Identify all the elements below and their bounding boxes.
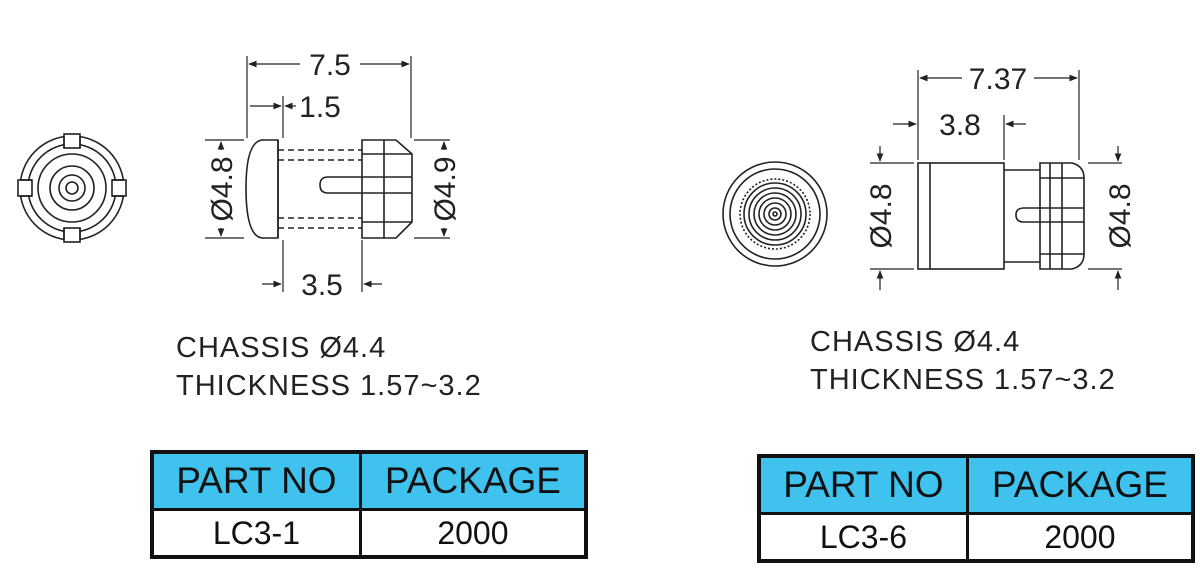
left-dim-diameter-right: Ø4.9 [429, 156, 462, 221]
package-cell: 2000 [358, 508, 588, 559]
left-dim-overall: 7.5 [309, 49, 351, 82]
right-dim-overall: 7.37 [969, 63, 1027, 96]
right-dim-diameter-right: Ø4.8 [1104, 183, 1137, 248]
right-part-table: PART NO PACKAGE LC3-6 2000 [757, 454, 1195, 563]
left-side-view [245, 139, 413, 239]
right-thickness-note: THICKNESS 1.57~3.2 [810, 364, 1116, 396]
package-header: PACKAGE [965, 454, 1195, 515]
left-part-table: PART NO PACKAGE LC3-1 2000 [150, 450, 588, 559]
package-cell: 2000 [965, 512, 1195, 563]
table-header-row: PART NO PACKAGE [150, 450, 588, 511]
right-dimension-lines [870, 70, 1122, 290]
table-header-row: PART NO PACKAGE [757, 454, 1195, 515]
part-no-cell: LC3-1 [150, 508, 362, 559]
package-header: PACKAGE [358, 450, 588, 511]
left-thickness-note: THICKNESS 1.57~3.2 [176, 370, 482, 402]
left-dim-body: 3.5 [301, 269, 343, 302]
table-row: LC3-6 2000 [757, 512, 1195, 563]
left-dim-head: 1.5 [299, 91, 341, 124]
table-row: LC3-1 2000 [150, 508, 588, 559]
right-end-view [722, 161, 828, 267]
left-chassis-note: CHASSIS Ø4.4 [176, 332, 387, 364]
part-no-cell: LC3-6 [757, 512, 969, 563]
left-dim-diameter-left: Ø4.8 [206, 156, 239, 221]
part-no-header: PART NO [757, 454, 969, 515]
right-dim-diameter-left: Ø4.8 [865, 183, 898, 248]
left-dimension-lines [205, 56, 450, 292]
right-dim-body: 3.8 [939, 109, 981, 142]
right-chassis-note: CHASSIS Ø4.4 [810, 326, 1021, 358]
left-end-view [17, 133, 127, 243]
part-no-header: PART NO [150, 450, 362, 511]
right-side-view [917, 162, 1085, 270]
